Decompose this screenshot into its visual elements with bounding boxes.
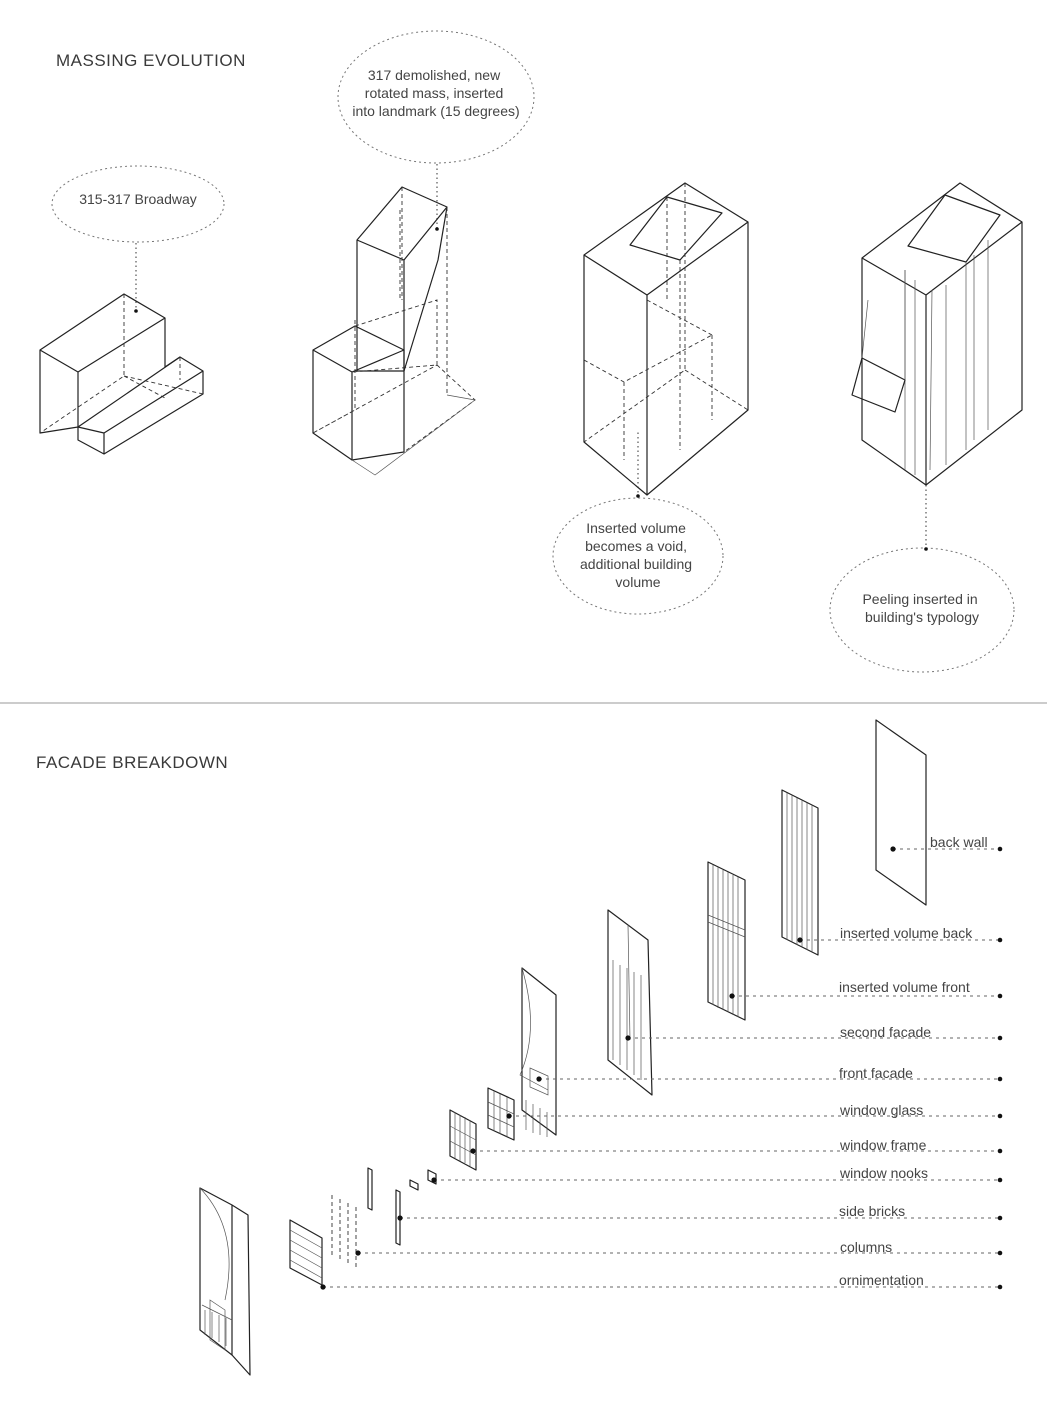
assembled-facade-model	[199, 1187, 251, 1376]
layer-label-window-frame: window frame	[839, 1137, 927, 1153]
front-facade-panel	[521, 967, 557, 1136]
window-nooks-panel	[409, 1169, 437, 1191]
back-wall-panel	[875, 719, 927, 906]
layer-label-window-nooks: window nooks	[839, 1165, 928, 1181]
annotation-bubble	[829, 547, 1015, 673]
columns-panel	[331, 1195, 357, 1267]
inserted-volume-back-panel	[781, 789, 819, 956]
leader-point	[435, 227, 439, 231]
layer-label-second-facade: second facade	[840, 1024, 931, 1040]
annotation-bubble	[51, 165, 225, 243]
annotation-bubble	[337, 30, 535, 164]
massing-evolution-title: MASSING EVOLUTION	[56, 51, 246, 70]
layer-label-inserted-volume-front: inserted volume front	[839, 979, 970, 995]
leader-point	[134, 309, 138, 313]
layer-label-columns: columns	[840, 1239, 892, 1255]
facade-layer-labels: back wall inserted volume back inserted …	[320, 834, 1003, 1290]
window-frame-panel	[449, 1109, 477, 1171]
massing-step-2-volume: 317 demolished, new rotated mass, insert…	[312, 30, 535, 476]
leader-point	[924, 547, 928, 551]
annotation-bubble	[552, 497, 724, 615]
layer-label-front-facade: front facade	[839, 1065, 913, 1081]
layer-label-back-wall: back wall	[930, 834, 988, 850]
inserted-volume-front-panel	[707, 861, 746, 1021]
second-facade-panel	[607, 909, 653, 1096]
massing-step-3-volume: Inserted volume becomes a void, addition…	[552, 182, 749, 615]
exploded-facade-layers	[289, 719, 927, 1286]
layer-label-ornimentation: ornimentation	[839, 1272, 924, 1288]
annotation-text: Peeling inserted in building's typology	[862, 591, 981, 625]
annotation-text: 317 demolished, new rotated mass, insert…	[352, 67, 519, 119]
massing-step-1-volume: 315-317 Broadway	[39, 165, 225, 455]
side-bricks-panel	[367, 1167, 401, 1246]
annotation-text: 315-317 Broadway	[79, 191, 197, 207]
annotation-text: Inserted volume becomes a void, addition…	[580, 520, 696, 590]
layer-label-inserted-volume-back: inserted volume back	[840, 925, 973, 941]
leader-point	[636, 494, 640, 498]
massing-step-4-volume: Peeling inserted in building's typology	[829, 182, 1023, 673]
facade-breakdown-title: FACADE BREAKDOWN	[36, 753, 229, 772]
window-glass-panel	[487, 1087, 515, 1141]
layer-label-window-glass: window glass	[839, 1102, 923, 1118]
layer-label-side-bricks: side bricks	[839, 1203, 905, 1219]
